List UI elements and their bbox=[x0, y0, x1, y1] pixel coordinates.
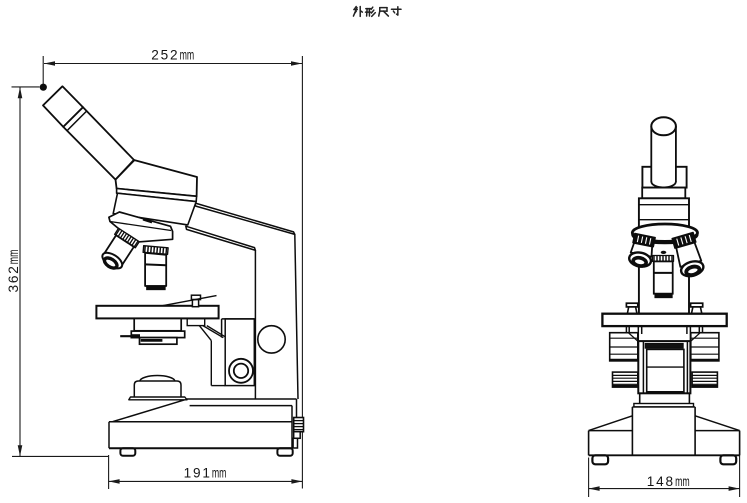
svg-text:mm: mm bbox=[212, 466, 227, 481]
svg-text:191: 191 bbox=[184, 466, 212, 481]
svg-text:mm: mm bbox=[675, 474, 690, 489]
svg-text:mm: mm bbox=[6, 250, 21, 265]
svg-text:252: 252 bbox=[151, 48, 179, 63]
svg-text:362: 362 bbox=[6, 264, 21, 292]
svg-text:mm: mm bbox=[180, 48, 195, 63]
svg-text:148: 148 bbox=[647, 474, 675, 489]
